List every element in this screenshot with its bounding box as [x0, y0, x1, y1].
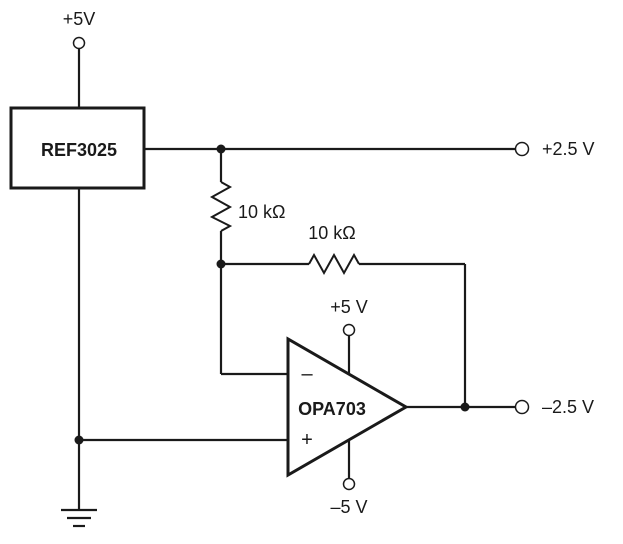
opamp-vpos-label: +5 V [330, 297, 368, 317]
supply-label: +5V [63, 9, 96, 29]
r1-resistor [209, 181, 233, 232]
output-junction [460, 402, 470, 412]
opamp-vpos-terminal [342, 323, 356, 337]
positive-output-terminal [514, 141, 530, 157]
negative-output-label: –2.5 V [542, 397, 594, 417]
negative-output-terminal [514, 399, 530, 415]
supply-terminal [72, 36, 86, 50]
ground-icon [61, 508, 97, 528]
positive-output-label: +2.5 V [542, 139, 595, 159]
opamp-triangle [286, 336, 410, 478]
opamp-vneg-label: –5 V [330, 497, 367, 517]
opamp-inverting-sign: – [301, 363, 313, 385]
r2-resistor [308, 252, 360, 276]
opamp-vneg-terminal [342, 477, 356, 491]
r2-label: 10 kΩ [308, 223, 355, 243]
opamp-label: OPA703 [298, 399, 366, 419]
ref3025-label: REF3025 [41, 140, 117, 160]
r1-label: 10 kΩ [238, 202, 285, 222]
opamp-noninverting-sign: + [301, 429, 313, 451]
